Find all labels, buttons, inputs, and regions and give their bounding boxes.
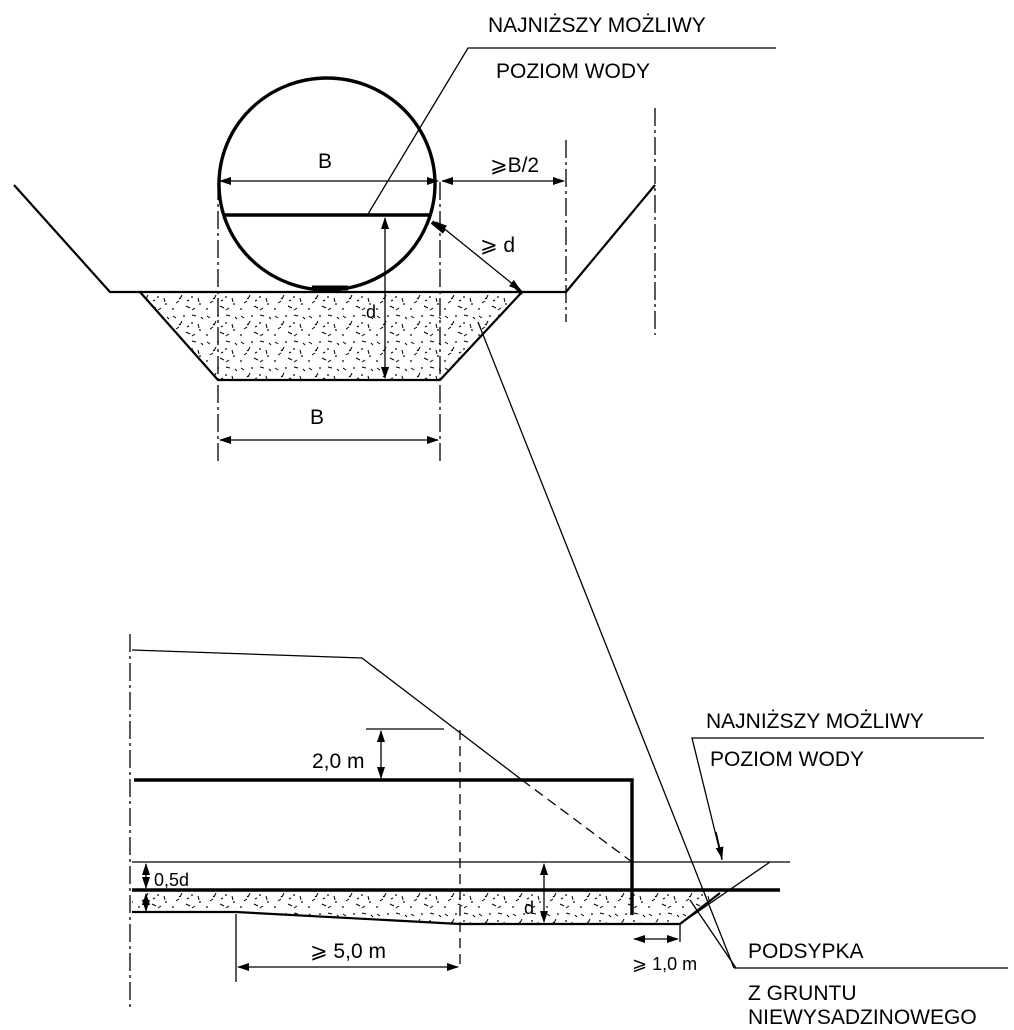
dim-ge-d-text: ⩾ d [480,234,515,257]
trench-outline [13,184,656,294]
top-cross-section: NAJNIŻSZY MOŻLIWY POZIOM WODY B ⩾B/2 ⩾ d… [13,14,776,462]
water-label-arrow [715,831,724,859]
dim-d-text: d [366,302,376,322]
dim-B-bottom-text: B [310,406,324,429]
bottom-bedding-outline [132,892,721,926]
top-bedding-outline [139,291,523,382]
bedding-label-line2: Z GRUNTU [748,982,857,1005]
dim-ge-d-tick2 [510,280,524,296]
water-label-bottom-line1: NAJNIŻSZY MOŻLIWY [706,710,924,733]
bedding-leader-long [477,321,735,969]
bedding-label-line3: NIEWYSADZINOWEGO [748,1006,977,1029]
dim-2m-text: 2,0 m [312,750,365,773]
pipe-circle [217,76,437,292]
bedding-label-line1: PODSYPKA [748,940,864,963]
top-bedding-fill [140,292,522,380]
culvert-top-thick [134,778,634,915]
embankment-profile [131,649,523,781]
water-label-bottom-line2: POZIOM WODY [710,748,864,771]
dim-ge-d-line [435,221,521,291]
bottom-bedding-fill [132,893,720,924]
dim-d-bottom-text: d [524,898,534,918]
bedding-slope-right [679,861,771,925]
bottom-longitudinal-section: NAJNIŻSZY MOŻLIWY POZIOM WODY 2,0 m 0,5d… [129,634,1008,1029]
water-label-leader-bottom [691,737,984,861]
dim-05d-text: 0,5d [154,870,189,890]
water-label-leader-top [367,47,776,215]
dim-B-top-text: B [318,150,332,173]
water-label-top-line1: NAJNIŻSZY MOŻLIWY [488,14,706,37]
water-label-top-line2: POZIOM WODY [496,60,650,83]
dim-1m-text: ⩾ 1,0 m [632,954,697,974]
dim-halfB-text: ⩾B/2 [490,154,539,177]
dim-ge-d-tick1 [430,220,446,234]
embankment-slope-hidden [521,779,633,863]
dim-5m-text: ⩾ 5,0 m [310,940,386,963]
bedding-leader-short [689,899,737,969]
